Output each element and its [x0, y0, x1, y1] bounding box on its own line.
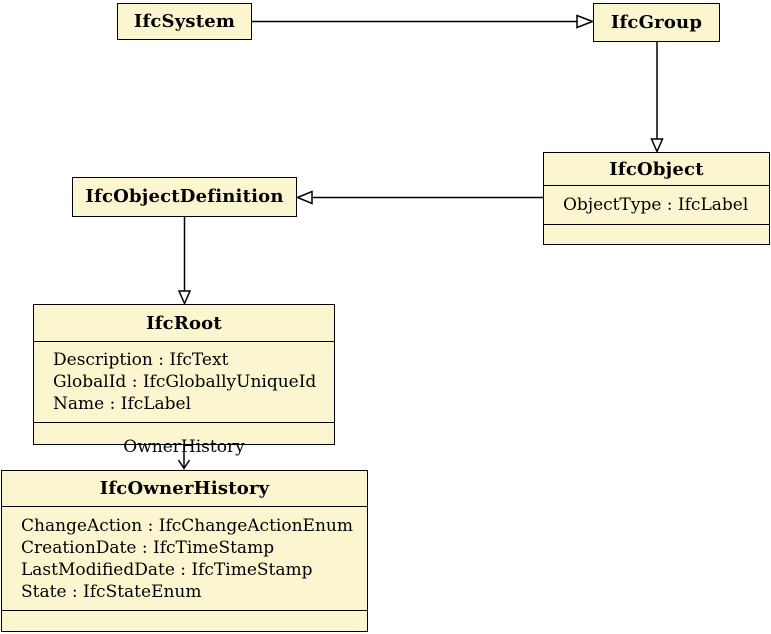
generalization-arrowhead-icon — [295, 190, 313, 205]
class-title: IfcObjectDefinition — [85, 186, 284, 207]
class-operations-empty — [2, 610, 367, 631]
association-arrowhead-icon — [177, 459, 191, 470]
attribute-row: Description : IfcText — [53, 350, 229, 370]
class-operations-empty — [544, 224, 769, 244]
edge-label-ownerhistory: OwnerHistory — [123, 437, 245, 457]
class-title: IfcGroup — [610, 11, 703, 33]
attribute-row: LastModifiedDate : IfcTimeStamp — [21, 559, 313, 580]
generalization-arrowhead-icon — [576, 14, 595, 29]
attribute-row: ObjectType : IfcLabel — [563, 195, 749, 215]
class-box-ifcroot: IfcRoot Description : IfcText GlobalId :… — [33, 304, 335, 445]
class-title: IfcOwnerHistory — [99, 478, 270, 499]
class-box-ifcobject: IfcObject ObjectType : IfcLabel — [543, 152, 770, 245]
attribute-row: GlobalId : IfcGloballyUniqueId — [53, 372, 317, 392]
class-box-ifcownerhistory: IfcOwnerHistory ChangeAction : IfcChange… — [1, 470, 368, 632]
attribute-row: CreationDate : IfcTimeStamp — [21, 537, 275, 558]
class-box-ifcgroup: IfcGroup — [593, 3, 720, 42]
class-operations-empty — [34, 422, 334, 444]
class-attributes: ChangeAction : IfcChangeActionEnum Creat… — [2, 506, 367, 610]
attribute-row: State : IfcStateEnum — [21, 581, 202, 602]
class-box-ifcobjectdefinition: IfcObjectDefinition — [72, 177, 297, 217]
attribute-row: Name : IfcLabel — [53, 394, 192, 414]
attribute-row: ChangeAction : IfcChangeActionEnum — [21, 515, 353, 536]
generalization-arrowhead-icon — [177, 290, 192, 306]
class-title: IfcObject — [609, 158, 704, 180]
class-title: IfcRoot — [146, 312, 222, 334]
generalization-arrowhead-icon — [650, 138, 664, 154]
class-box-ifcsystem: IfcSystem — [117, 3, 252, 40]
class-title: IfcSystem — [133, 10, 236, 32]
class-attributes: ObjectType : IfcLabel — [544, 185, 769, 224]
class-attributes: Description : IfcText GlobalId : IfcGlob… — [34, 341, 334, 422]
